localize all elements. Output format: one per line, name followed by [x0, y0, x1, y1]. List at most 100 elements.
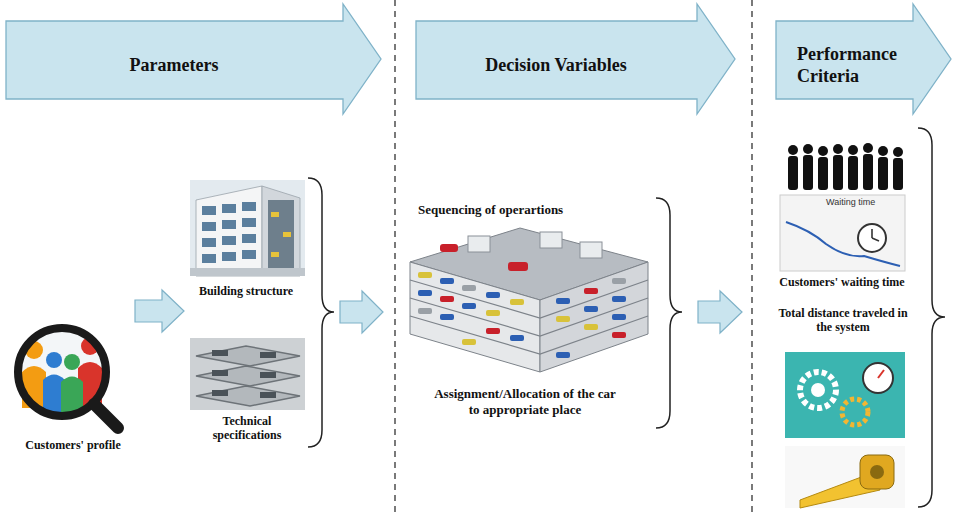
curly-bracket — [918, 128, 945, 507]
building-picture — [222, 204, 236, 213]
building-picture — [242, 250, 256, 259]
parking-picture — [462, 285, 476, 291]
parking-picture — [508, 262, 528, 271]
parking-picture — [510, 335, 524, 341]
parking-picture — [440, 232, 602, 271]
queue-silhouettes — [893, 158, 903, 190]
technical-picture — [196, 346, 300, 366]
building-picture — [190, 268, 305, 276]
waiting-time-graph — [871, 229, 873, 238]
parking-picture — [410, 298, 648, 336]
parking-picture — [584, 306, 598, 312]
technical-picture — [190, 338, 305, 410]
flow-arrow — [698, 291, 742, 333]
building-picture — [202, 206, 216, 215]
header-arrow: Decision Variables — [415, 2, 737, 116]
parking-picture — [440, 314, 454, 320]
queue-silhouettes — [863, 154, 873, 190]
separator-line — [394, 0, 395, 515]
tape-measure-picture — [785, 446, 905, 508]
waiting-time-graph — [858, 224, 886, 252]
waiting-time-graph — [872, 238, 879, 241]
building-picture — [202, 222, 216, 231]
technical-picture — [212, 390, 228, 396]
header-text: Performance Criteria — [797, 44, 909, 87]
parking-picture — [462, 303, 476, 309]
building-picture — [242, 234, 256, 243]
picture-caption: Building structure — [198, 284, 294, 298]
queue-silhouettes — [833, 155, 843, 190]
parking-picture — [612, 332, 626, 338]
queue-silhouettes — [878, 157, 888, 190]
building-picture — [242, 218, 256, 227]
gears-picture — [785, 352, 905, 438]
separator-line — [751, 0, 752, 515]
arrow-body: Decision Variables — [415, 21, 697, 99]
tape-measure-picture — [785, 446, 905, 508]
queue-silhouettes — [848, 145, 858, 155]
header-text: Decision Variables — [485, 55, 627, 77]
parking-picture — [418, 290, 432, 296]
parking-picture — [410, 228, 648, 372]
building-picture — [196, 186, 262, 276]
customers-icon — [18, 328, 118, 428]
curly-bracket — [656, 198, 682, 428]
building-picture — [271, 212, 279, 217]
parking-picture — [486, 328, 500, 334]
gears-picture — [811, 383, 825, 397]
parking-picture — [584, 324, 598, 330]
parking-picture — [440, 296, 454, 302]
queue-silhouettes — [788, 143, 903, 190]
picture-caption: Technical specifications — [188, 414, 306, 443]
queue-silhouettes — [893, 147, 903, 157]
parking-picture — [580, 242, 602, 258]
parking-picture — [418, 272, 626, 358]
header-arrow: Parameters — [5, 2, 383, 116]
parking-picture — [418, 308, 432, 314]
building-picture — [262, 186, 300, 276]
building-picture — [242, 202, 256, 211]
criterion-caption: Customers' waiting time — [778, 275, 906, 289]
customers-icon — [64, 354, 80, 370]
building-picture — [190, 180, 305, 276]
gears-picture — [785, 352, 905, 438]
parking-picture — [440, 244, 458, 252]
flow-arrow — [135, 290, 184, 332]
waiting-time-graph — [780, 195, 905, 271]
customers-icon — [46, 352, 62, 368]
technical-picture — [196, 346, 300, 406]
arrow-outline — [6, 4, 381, 114]
queue-silhouettes — [818, 157, 828, 190]
parking-picture — [612, 278, 626, 284]
arrow-body: Parameters — [5, 21, 343, 99]
gears-picture — [878, 370, 884, 378]
parking-picture — [584, 288, 598, 294]
building-picture — [283, 232, 291, 237]
arrow-outline — [776, 4, 951, 114]
parking-picture — [486, 310, 500, 316]
variable-caption: Sequencing of operartions — [418, 202, 650, 218]
curly-bracket — [308, 178, 334, 447]
building-picture — [222, 252, 236, 261]
header-text: Parameters — [130, 55, 219, 77]
gears-picture — [842, 399, 868, 425]
queue-silhouettes — [818, 146, 828, 156]
arrow-body: Performance Criteria — [775, 21, 913, 99]
flow-arrow — [340, 291, 383, 333]
queue-silhouettes — [878, 146, 888, 156]
customers-icon — [94, 404, 118, 428]
variable-caption: Assignment/Allocation of the car to appr… — [428, 386, 622, 417]
queue-silhouettes — [788, 145, 798, 155]
building-picture — [190, 180, 305, 276]
technical-picture — [260, 352, 276, 358]
building-picture — [202, 254, 216, 263]
technical-picture — [212, 350, 276, 398]
arrow-outline — [416, 4, 735, 114]
queue-silhouettes — [848, 156, 858, 190]
picture-caption: Customers' profile — [4, 438, 142, 452]
technical-picture — [190, 338, 305, 410]
curly-bracket — [308, 128, 945, 507]
building-picture — [202, 202, 256, 263]
queue-silhouettes — [788, 156, 798, 190]
